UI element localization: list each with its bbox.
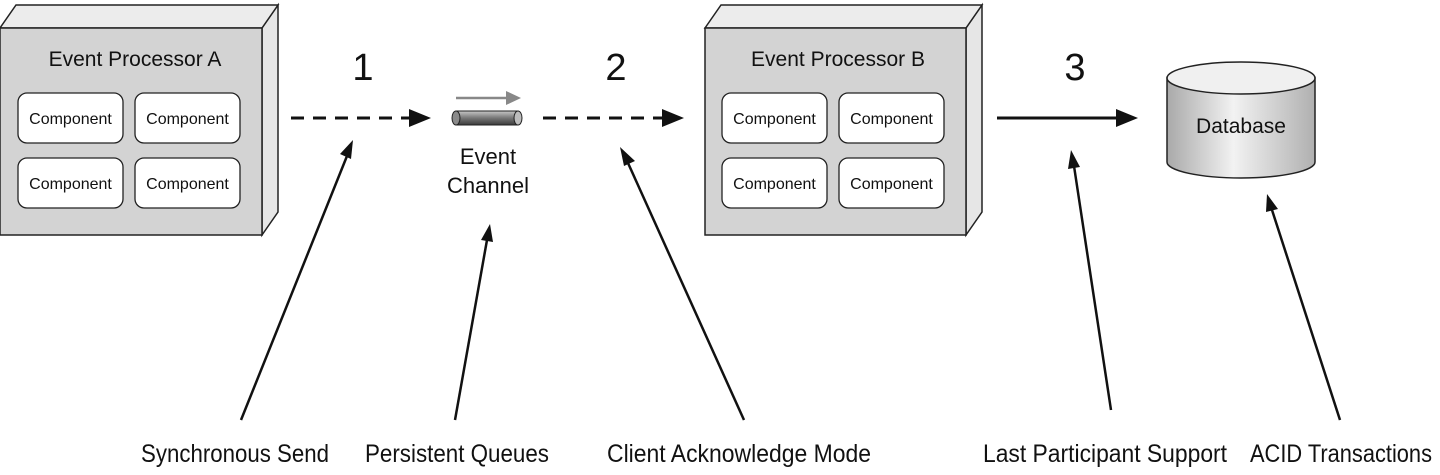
- component-label: Component: [29, 111, 112, 128]
- event-channel: Event Channel: [447, 91, 529, 198]
- channel-direction-arrow-icon: [456, 91, 521, 105]
- component-box: [134, 92, 241, 144]
- processor-a-top: [0, 4, 280, 29]
- step-number-3: 3: [1064, 47, 1085, 89]
- processor-a-side: [261, 2, 279, 238]
- database-label: Database: [1196, 115, 1286, 138]
- component-label: Component: [733, 176, 816, 193]
- component-box: [721, 92, 828, 144]
- dashed-arrow-a-to-channel: [291, 109, 431, 127]
- component-label: Component: [146, 176, 229, 193]
- processor-b-title: Event Processor B: [751, 48, 925, 71]
- caption-client-acknowledge-mode: Client Acknowledge Mode: [607, 440, 871, 468]
- callout-arrow-persistent-queues: [453, 224, 493, 421]
- processor-a-title: Event Processor A: [49, 48, 222, 71]
- dashed-arrow-channel-to-b: [543, 109, 684, 127]
- component-label: Component: [146, 111, 229, 128]
- component-label: Component: [850, 111, 933, 128]
- component-box: [17, 157, 124, 209]
- component-label: Component: [29, 176, 112, 193]
- caption-last-participant-support: Last Participant Support: [983, 440, 1227, 468]
- event-processor-a: Event Processor A Component Component Co…: [0, 2, 280, 238]
- component-box: [721, 157, 828, 209]
- caption-acid-transactions: ACID Transactions: [1250, 440, 1432, 468]
- event-processor-b: Event Processor B Component Component Co…: [703, 2, 984, 238]
- component-box: [134, 157, 241, 209]
- callout-arrow-last-participant: [1068, 150, 1113, 411]
- database-cylinder: Database: [1166, 61, 1316, 179]
- step-number-1: 1: [352, 47, 373, 89]
- callout-arrow-synchronous-send: [239, 140, 353, 421]
- component-box: [838, 157, 945, 209]
- channel-pipe-icon: [451, 110, 523, 126]
- component-label: Component: [733, 111, 816, 128]
- component-label: Component: [850, 176, 933, 193]
- channel-label-line1: Event: [460, 144, 516, 169]
- processor-b-top: [703, 4, 984, 29]
- channel-label-line2: Channel: [447, 173, 529, 198]
- processor-b-side: [965, 2, 983, 238]
- component-box: [838, 92, 945, 144]
- callout-arrow-client-acknowledge: [620, 147, 746, 421]
- solid-arrow-b-to-database: [997, 109, 1138, 127]
- step-number-2: 2: [605, 47, 626, 89]
- component-box: [17, 92, 124, 144]
- caption-synchronous-send: Synchronous Send: [141, 440, 329, 468]
- caption-persistent-queues: Persistent Queues: [365, 440, 549, 468]
- callout-arrow-acid-transactions: [1266, 194, 1342, 421]
